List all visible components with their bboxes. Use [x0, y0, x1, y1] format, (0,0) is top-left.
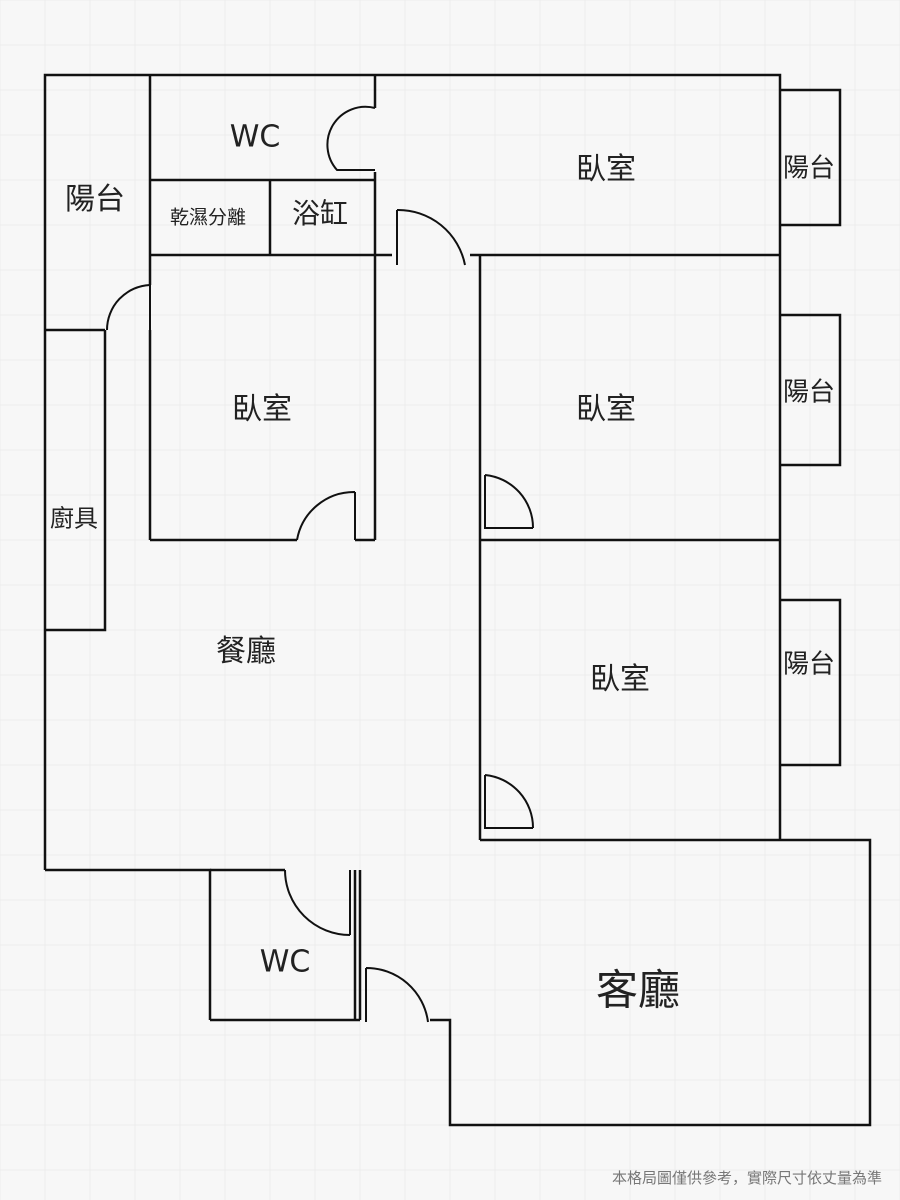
room-label-kitchen: 廚具 — [50, 504, 98, 533]
room-label-bedroom-low: 臥室 — [590, 662, 650, 697]
doors — [105, 105, 535, 1023]
room-label-wc-bottom: WC — [259, 944, 311, 980]
room-label-living: 客廳 — [595, 965, 681, 1015]
room-label-balcony-2: 陽台 — [782, 377, 836, 408]
room-label-bedroom-mid: 臥室 — [576, 392, 636, 427]
room-label-bedroom-top: 臥室 — [576, 152, 636, 187]
room-label-balcony-3: 陽台 — [782, 649, 836, 680]
room-label-balcony-left: 陽台 — [65, 182, 125, 217]
room-label-wc-top: WC — [229, 119, 281, 155]
room-label-bathtub: 浴缸 — [291, 197, 349, 230]
walls — [43, 73, 872, 1127]
room-label-dry-wet: 乾濕分離 — [169, 206, 247, 229]
room-label-bedroom-left: 臥室 — [232, 392, 292, 427]
disclaimer-note: 本格局圖僅供參考，實際尺寸依丈量為準 — [611, 1169, 882, 1187]
room-label-balcony-1: 陽台 — [782, 153, 836, 184]
room-label-dining: 餐廳 — [216, 634, 276, 669]
